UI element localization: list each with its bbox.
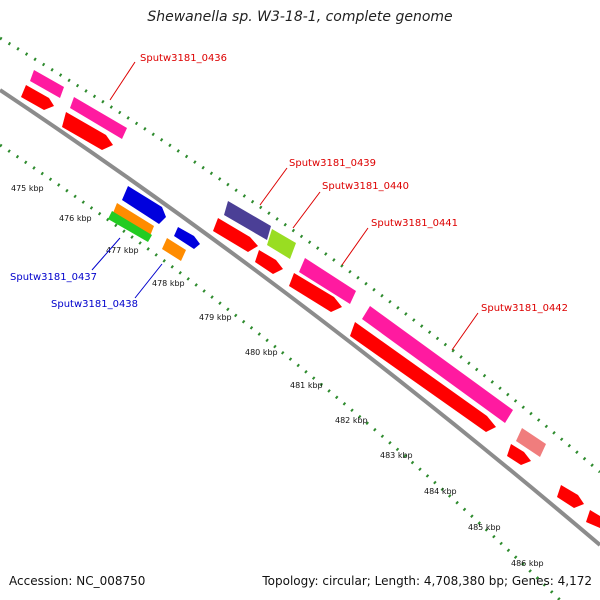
callout-line-0440	[292, 191, 321, 229]
gene-feature	[267, 229, 296, 259]
gene-label-0440: Sputw3181_0440	[322, 181, 409, 192]
scale-label-483: 483 kbp	[380, 451, 413, 460]
genome-backbone	[0, 88, 600, 547]
inner-tick-row	[0, 143, 562, 600]
accession-text: Accession: NC_008750	[9, 574, 146, 588]
gene-label-0439: Sputw3181_0439	[289, 158, 376, 169]
callout-line-0442	[451, 312, 479, 351]
gene-feature	[108, 211, 152, 242]
gene-feature	[30, 70, 64, 98]
callout-line-0436	[109, 61, 136, 101]
callout-line-0438	[134, 263, 163, 299]
scale-label-481: 481 kbp	[290, 381, 323, 390]
genome-title: Shewanella sp. W3-18-1, complete genome	[147, 9, 453, 25]
scale-label-477: 477 kbp	[106, 246, 139, 255]
gene-feature	[62, 112, 113, 150]
gene-feature	[362, 306, 513, 423]
scale-label-478: 478 kbp	[152, 279, 185, 288]
gene-feature	[113, 203, 154, 236]
gene-label-0442: Sputw3181_0442	[481, 303, 568, 314]
scale-label-484: 484 kbp	[424, 487, 457, 496]
gene-feature	[516, 428, 546, 457]
gene-feature	[255, 250, 283, 274]
scale-label-485: 485 kbp	[468, 523, 501, 532]
gene-label-0441: Sputw3181_0441	[371, 218, 458, 229]
callout-line-0439	[259, 167, 288, 206]
callout-line-0437	[91, 237, 121, 271]
gene-feature	[586, 510, 600, 528]
scale-label-486: 486 kbp	[511, 559, 544, 568]
gene-label-0438: Sputw3181_0438	[51, 299, 138, 310]
gene-feature	[174, 227, 200, 249]
scale-label-479: 479 kbp	[199, 313, 232, 322]
gene-feature	[350, 322, 496, 432]
genome-summary-text: Topology: circular; Length: 4,708,380 bp…	[262, 574, 592, 588]
scale-label-480: 480 kbp	[245, 348, 278, 357]
gene-feature	[299, 258, 356, 304]
gene-feature	[70, 97, 127, 139]
gene-feature	[21, 85, 54, 110]
gene-feature	[557, 485, 584, 508]
gene-feature	[507, 444, 531, 465]
gene-feature	[122, 186, 166, 224]
callout-line-0441	[341, 227, 369, 266]
scale-label-482: 482 kbp	[335, 416, 368, 425]
gene-feature	[213, 218, 258, 252]
gene-label-0437: Sputw3181_0437	[10, 272, 97, 283]
scale-label-476: 476 kbp	[59, 214, 92, 223]
gene-label-0436: Sputw3181_0436	[140, 53, 227, 64]
gene-feature	[224, 201, 271, 240]
outer-tick-row	[0, 36, 600, 474]
gene-feature	[162, 238, 186, 261]
scale-label-475: 475 kbp	[11, 184, 44, 193]
gene-feature	[289, 273, 342, 312]
